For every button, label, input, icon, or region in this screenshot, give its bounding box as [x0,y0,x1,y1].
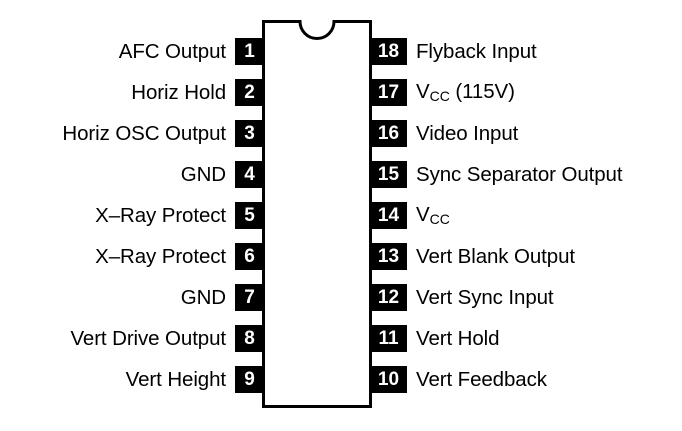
pin-label-9: Vert Height [125,368,226,391]
ic-package-body [262,20,372,408]
pin-label-6: X–Ray Protect [95,245,226,268]
pin-number-16: 16 [371,120,407,147]
pin-row-17: 17 VCC (115V) [371,79,682,106]
pin-number-8: 8 [235,325,263,352]
pin-number-5: 5 [235,202,263,229]
pin-row-13: 13 Vert Blank Output [371,243,682,270]
pin-row-4: GND 4 [0,161,263,188]
pin-number-6: 6 [235,243,263,270]
pin-label-5: X–Ray Protect [95,204,226,227]
pin-number-10: 10 [371,366,407,393]
pin-row-18: 18 Flyback Input [371,38,682,65]
pin-label-11: Vert Hold [416,327,500,350]
pin-label-17-tail: (115V) [449,80,515,103]
pin-label-12: Vert Sync Input [416,286,554,309]
pin-label-2: Horiz Hold [131,81,226,104]
pin-label-18: Flyback Input [416,40,537,63]
pin-label-15: Sync Separator Output [416,163,623,186]
pin-number-9: 9 [235,366,263,393]
pin-number-13: 13 [371,243,407,270]
pin-label-17: VCC (115V) [416,78,515,107]
pin-row-9: Vert Height 9 [0,366,263,393]
pin-label-3: Horiz OSC Output [62,122,226,145]
pin-number-7: 7 [235,284,263,311]
pin-row-7: GND 7 [0,284,263,311]
pin-row-1: AFC Output 1 [0,38,263,65]
pin-label-13: Vert Blank Output [416,245,575,268]
ic-body-outline [262,20,372,408]
pin-label-1: AFC Output [118,40,226,63]
pin-row-10: 10 Vert Feedback [371,366,682,393]
pin-row-6: X–Ray Protect 6 [0,243,263,270]
pin-label-14-main: V [416,203,430,226]
pin-row-12: 12 Vert Sync Input [371,284,682,311]
pin-label-17-subscript: CC [429,88,450,104]
ic-body-path [262,20,372,408]
pin-number-12: 12 [371,284,407,311]
pin-number-17: 17 [371,79,407,106]
pin-label-14: VCC [416,201,450,230]
pin-row-8: Vert Drive Output 8 [0,325,263,352]
pin-row-5: X–Ray Protect 5 [0,202,263,229]
pin-number-4: 4 [235,161,263,188]
pin-label-17-main: V [416,80,430,103]
pin-number-18: 18 [371,38,407,65]
pin-label-8: Vert Drive Output [70,327,226,350]
pin-row-15: 15 Sync Separator Output [371,161,682,188]
pin-row-14: 14 VCC [371,202,682,229]
pin-row-3: Horiz OSC Output 3 [0,120,263,147]
pin-label-7: GND [180,286,226,309]
pin-label-16: Video Input [416,122,519,145]
pin-row-2: Horiz Hold 2 [0,79,263,106]
pin-row-16: 16 Video Input [371,120,682,147]
pin-number-15: 15 [371,161,407,188]
pin-row-11: 11 Vert Hold [371,325,682,352]
pin-number-11: 11 [371,325,407,352]
pin-number-14: 14 [371,202,407,229]
pin-label-10: Vert Feedback [416,368,547,391]
pin-number-2: 2 [235,79,263,106]
pin-label-4: GND [180,163,226,186]
pin-number-3: 3 [235,120,263,147]
pin-number-1: 1 [235,38,263,65]
pin-label-14-subscript: CC [429,211,450,227]
